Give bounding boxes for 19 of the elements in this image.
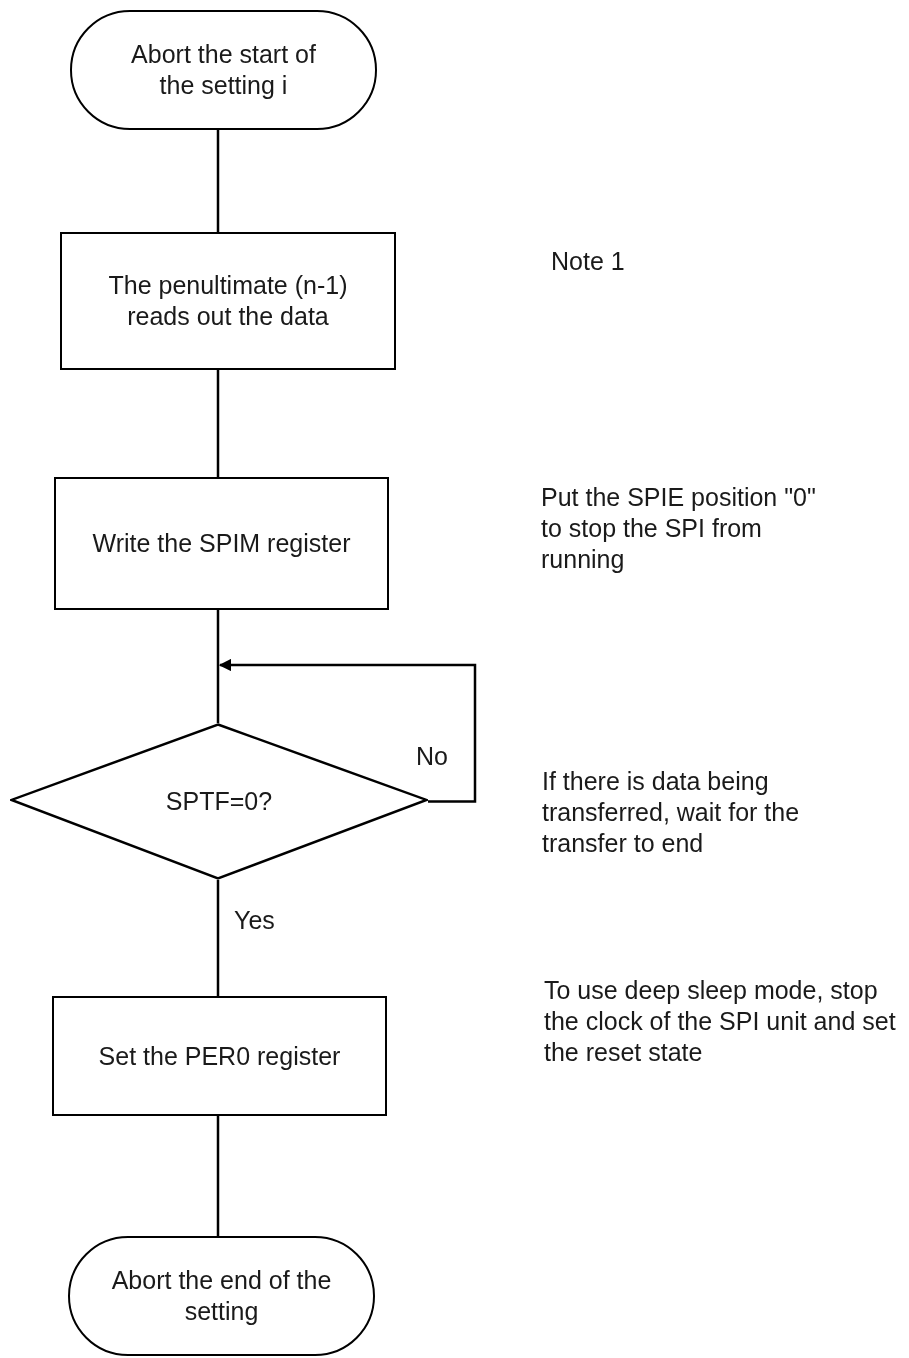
note-text: If there is data being transferred, wait for the transfer to end: [542, 766, 801, 859]
node-text: Set the PER0 register: [98, 1040, 341, 1072]
connector-line: [216, 1116, 220, 1236]
process-box: [52, 996, 387, 1116]
process-box: [60, 232, 396, 370]
node-text: The penultimate (n-1) reads out the data: [107, 270, 349, 332]
connector-line: [216, 880, 220, 996]
connector-line: [218, 658, 477, 803]
note-text: Put the SPIE position "0" to stop the SPI from running: [541, 482, 817, 575]
node-text: Abort the end of the setting: [110, 1265, 333, 1327]
note-text: To use deep sleep mode, stop the clock of the SPI unit and set the reset state: [544, 975, 897, 1068]
connector-line: [216, 370, 220, 477]
node-text: Abort the start of the setting i: [130, 39, 317, 101]
process-box: [54, 477, 389, 610]
node-text: SPTF=0?: [165, 786, 273, 817]
connector-line: [216, 130, 220, 232]
note-text: Note 1: [551, 246, 626, 277]
node-text: Write the SPIM register: [92, 528, 351, 559]
connector-line: [216, 610, 220, 723]
